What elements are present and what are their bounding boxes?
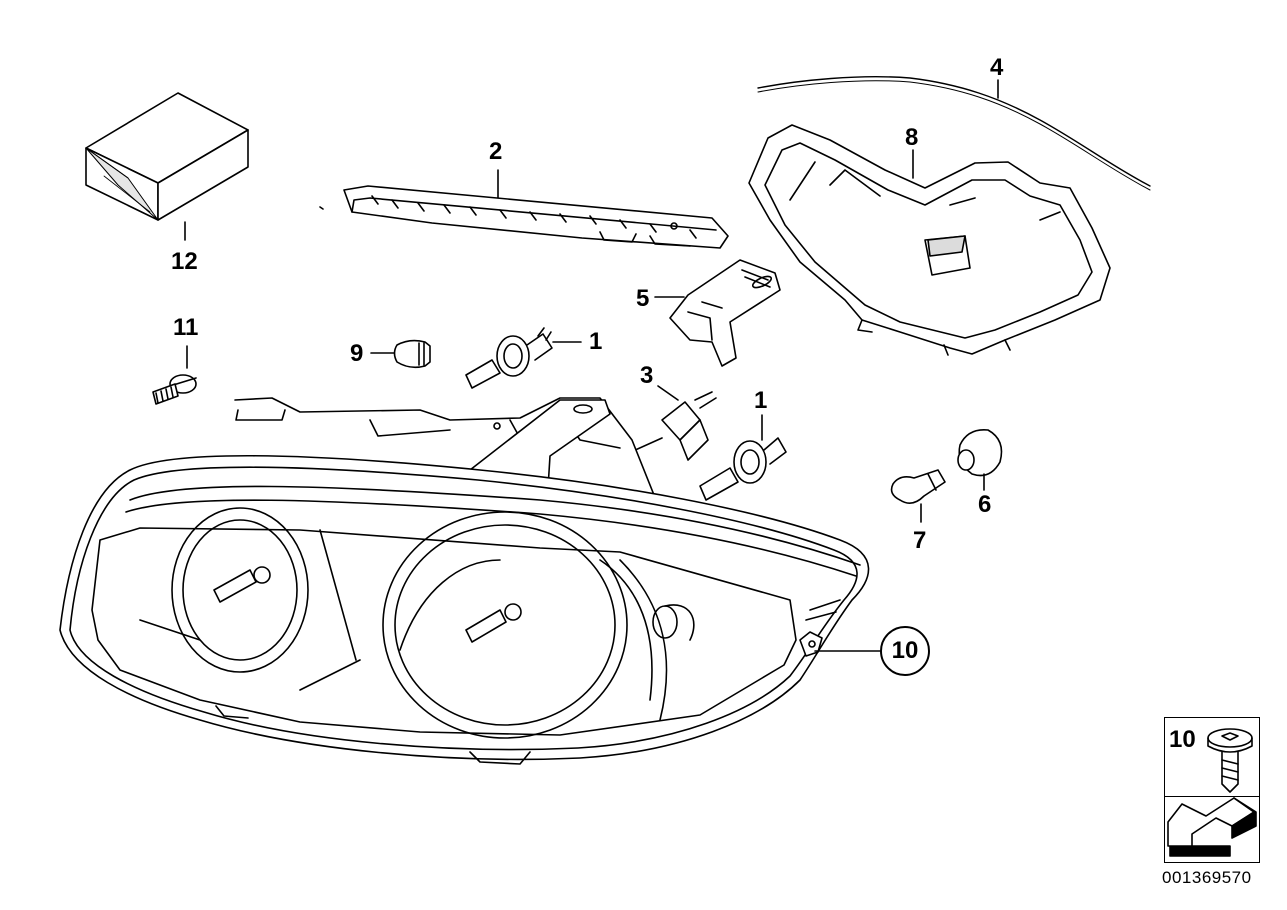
callout-3: 3 bbox=[640, 362, 654, 389]
callout-5: 5 bbox=[636, 285, 650, 312]
part-11-screw bbox=[152, 345, 197, 405]
callout-7: 7 bbox=[913, 527, 927, 554]
part-4-wire bbox=[757, 76, 1151, 187]
callout-4: 4 bbox=[990, 54, 1004, 81]
inset-screw-icon bbox=[1207, 728, 1253, 793]
part-1-bulb-upper bbox=[465, 327, 582, 389]
callout-1-lower: 1 bbox=[754, 387, 768, 414]
callout-6: 6 bbox=[978, 491, 992, 518]
callout-12: 12 bbox=[171, 248, 198, 275]
callout-8: 8 bbox=[905, 124, 919, 151]
part-9-bulb bbox=[370, 339, 431, 369]
callout-10-circled: 10 bbox=[880, 626, 930, 676]
part-1-bulb-lower bbox=[699, 414, 787, 501]
part-8-cover bbox=[748, 124, 1111, 356]
inset-number: 10 bbox=[1169, 726, 1196, 753]
headlight-assembly bbox=[59, 397, 870, 765]
part-6-socket bbox=[957, 428, 1003, 491]
callout-9: 9 bbox=[350, 340, 364, 367]
callout-11: 11 bbox=[173, 314, 199, 341]
part-2-bracket bbox=[319, 169, 729, 249]
callout-2: 2 bbox=[489, 138, 503, 165]
callout-1-upper: 1 bbox=[589, 328, 603, 355]
inset-arrow-icon bbox=[1167, 797, 1257, 857]
part-3-socket bbox=[619, 385, 717, 461]
diagram-id: 001369570 bbox=[1162, 868, 1252, 887]
part-12-box bbox=[85, 92, 249, 221]
inset-panel: 10 bbox=[1164, 717, 1260, 863]
part-5-clip bbox=[654, 259, 781, 367]
leader-line-3 bbox=[657, 385, 679, 401]
part-7-bulb bbox=[890, 469, 946, 523]
inset-divider bbox=[1165, 796, 1259, 797]
